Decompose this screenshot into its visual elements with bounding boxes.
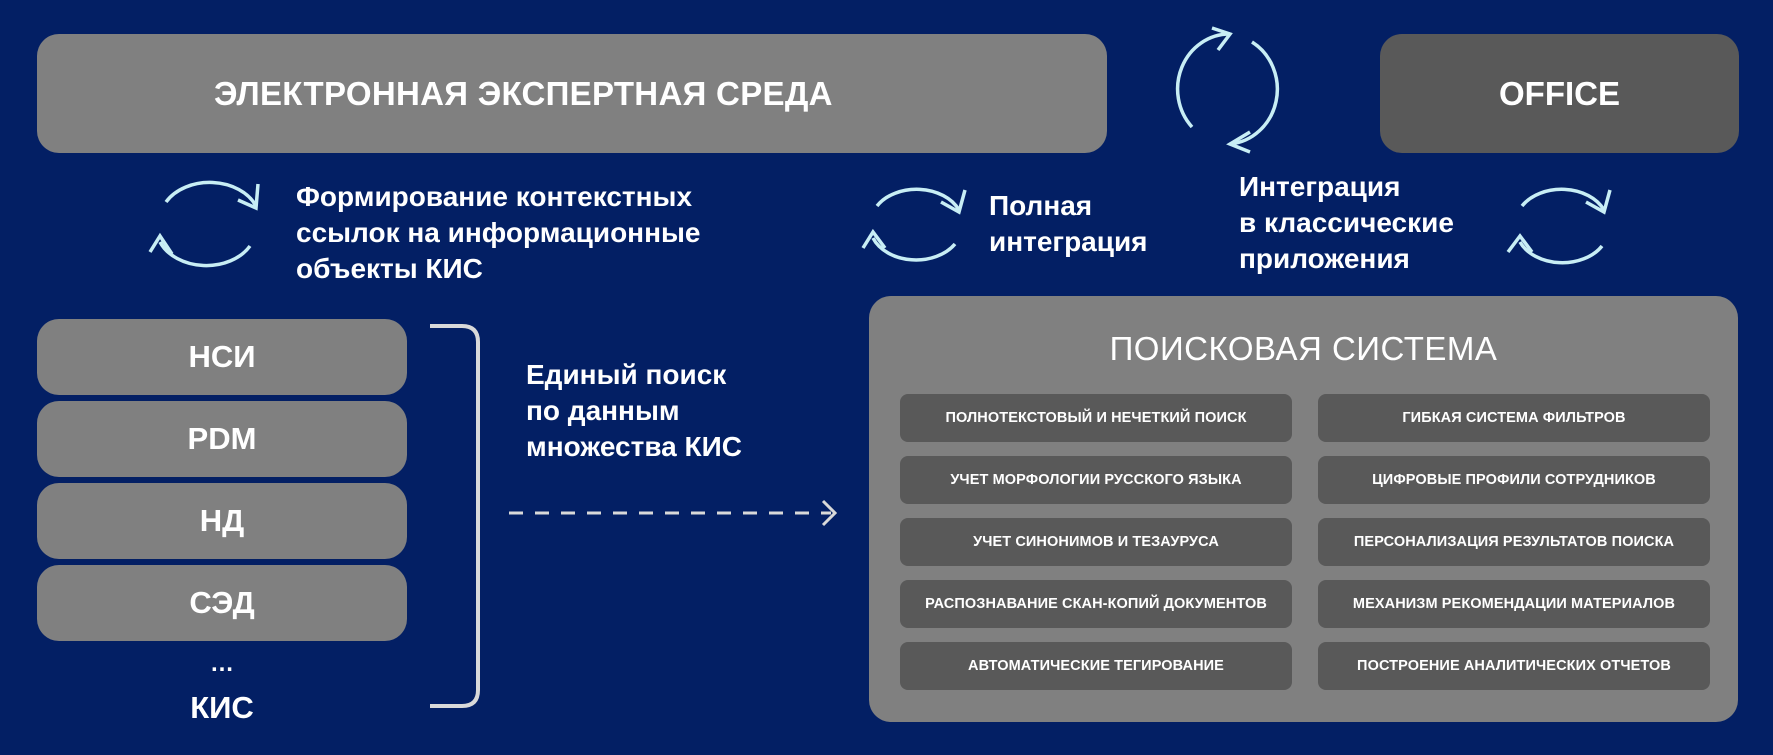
feature-personalization: ПЕРСОНАЛИЗАЦИЯ РЕЗУЛЬТАТОВ ПОИСКА (1318, 518, 1710, 566)
sync-icon (146, 166, 270, 282)
expert-environment-label: ЭЛЕКТРОННАЯ ЭКСПЕРТНАЯ СРЕДА (214, 74, 833, 112)
dashed-arrow (505, 495, 841, 536)
kis-item-nd: НД (37, 483, 407, 559)
expert-environment-banner: ЭЛЕКТРОННАЯ ЭКСПЕРТНАЯ СРЕДА (37, 34, 1107, 153)
office-label: OFFICE (1499, 74, 1620, 112)
search-system-panel: ПОИСКОВАЯ СИСТЕМА ПОЛНОТЕКСТОВЫЙ И НЕЧЕТ… (869, 296, 1738, 722)
feature-morphology: УЧЕТ МОРФОЛОГИИ РУССКОГО ЯЗЫКА (900, 456, 1292, 504)
kis-item-sed: СЭД (37, 565, 407, 641)
feature-synonyms: УЧЕТ СИНОНИМОВ И ТЕЗАУРУСА (900, 518, 1292, 566)
full-integration-caption: Полная интеграция (989, 190, 1148, 257)
sync-icon (859, 172, 973, 276)
bracket (428, 323, 484, 718)
kis-item-pdm: PDM (37, 401, 407, 477)
kis-item-label: НСИ (188, 339, 256, 374)
feature-fulltext-search: ПОЛНОТЕКСТОВЫЙ И НЕЧЕТКИЙ ПОИСК (900, 394, 1292, 442)
feature-analytics-reports: ПОСТРОЕНИЕ АНАЛИТИЧЕСКИХ ОТЧЕТОВ (1318, 642, 1710, 690)
kis-label: КИС (190, 690, 254, 725)
office-box: OFFICE (1380, 34, 1739, 153)
unified-search-caption: Единый поиск по данным множества КИС (526, 359, 742, 462)
classic-apps-caption: Интеграция в классические приложения (1239, 171, 1454, 274)
feature-recommendations: МЕХАНИЗМ РЕКОМЕНДАЦИИ МАТЕРИАЛОВ (1318, 580, 1710, 628)
kis-ellipsis: … (210, 650, 234, 677)
context-links-caption: Формирование контекстных ссылок на инфор… (296, 181, 701, 284)
feature-employee-profiles: ЦИФРОВЫЕ ПРОФИЛИ СОТРУДНИКОВ (1318, 456, 1710, 504)
sync-icon (1168, 22, 1292, 156)
feature-filters: ГИБКАЯ СИСТЕМА ФИЛЬТРОВ (1318, 394, 1710, 442)
feature-scan-recognition: РАСПОЗНАВАНИЕ СКАН-КОПИЙ ДОКУМЕНТОВ (900, 580, 1292, 628)
kis-item-label: НД (199, 503, 245, 538)
search-system-title: ПОИСКОВАЯ СИСТЕМА (1109, 330, 1498, 367)
feature-auto-tagging: АВТОМАТИЧЕСКИЕ ТЕГИРОВАНИЕ (900, 642, 1292, 690)
sync-icon (1504, 172, 1620, 280)
kis-item-nsi: НСИ (37, 319, 407, 395)
kis-item-label: СЭД (189, 585, 255, 620)
kis-item-label: PDM (187, 421, 257, 456)
